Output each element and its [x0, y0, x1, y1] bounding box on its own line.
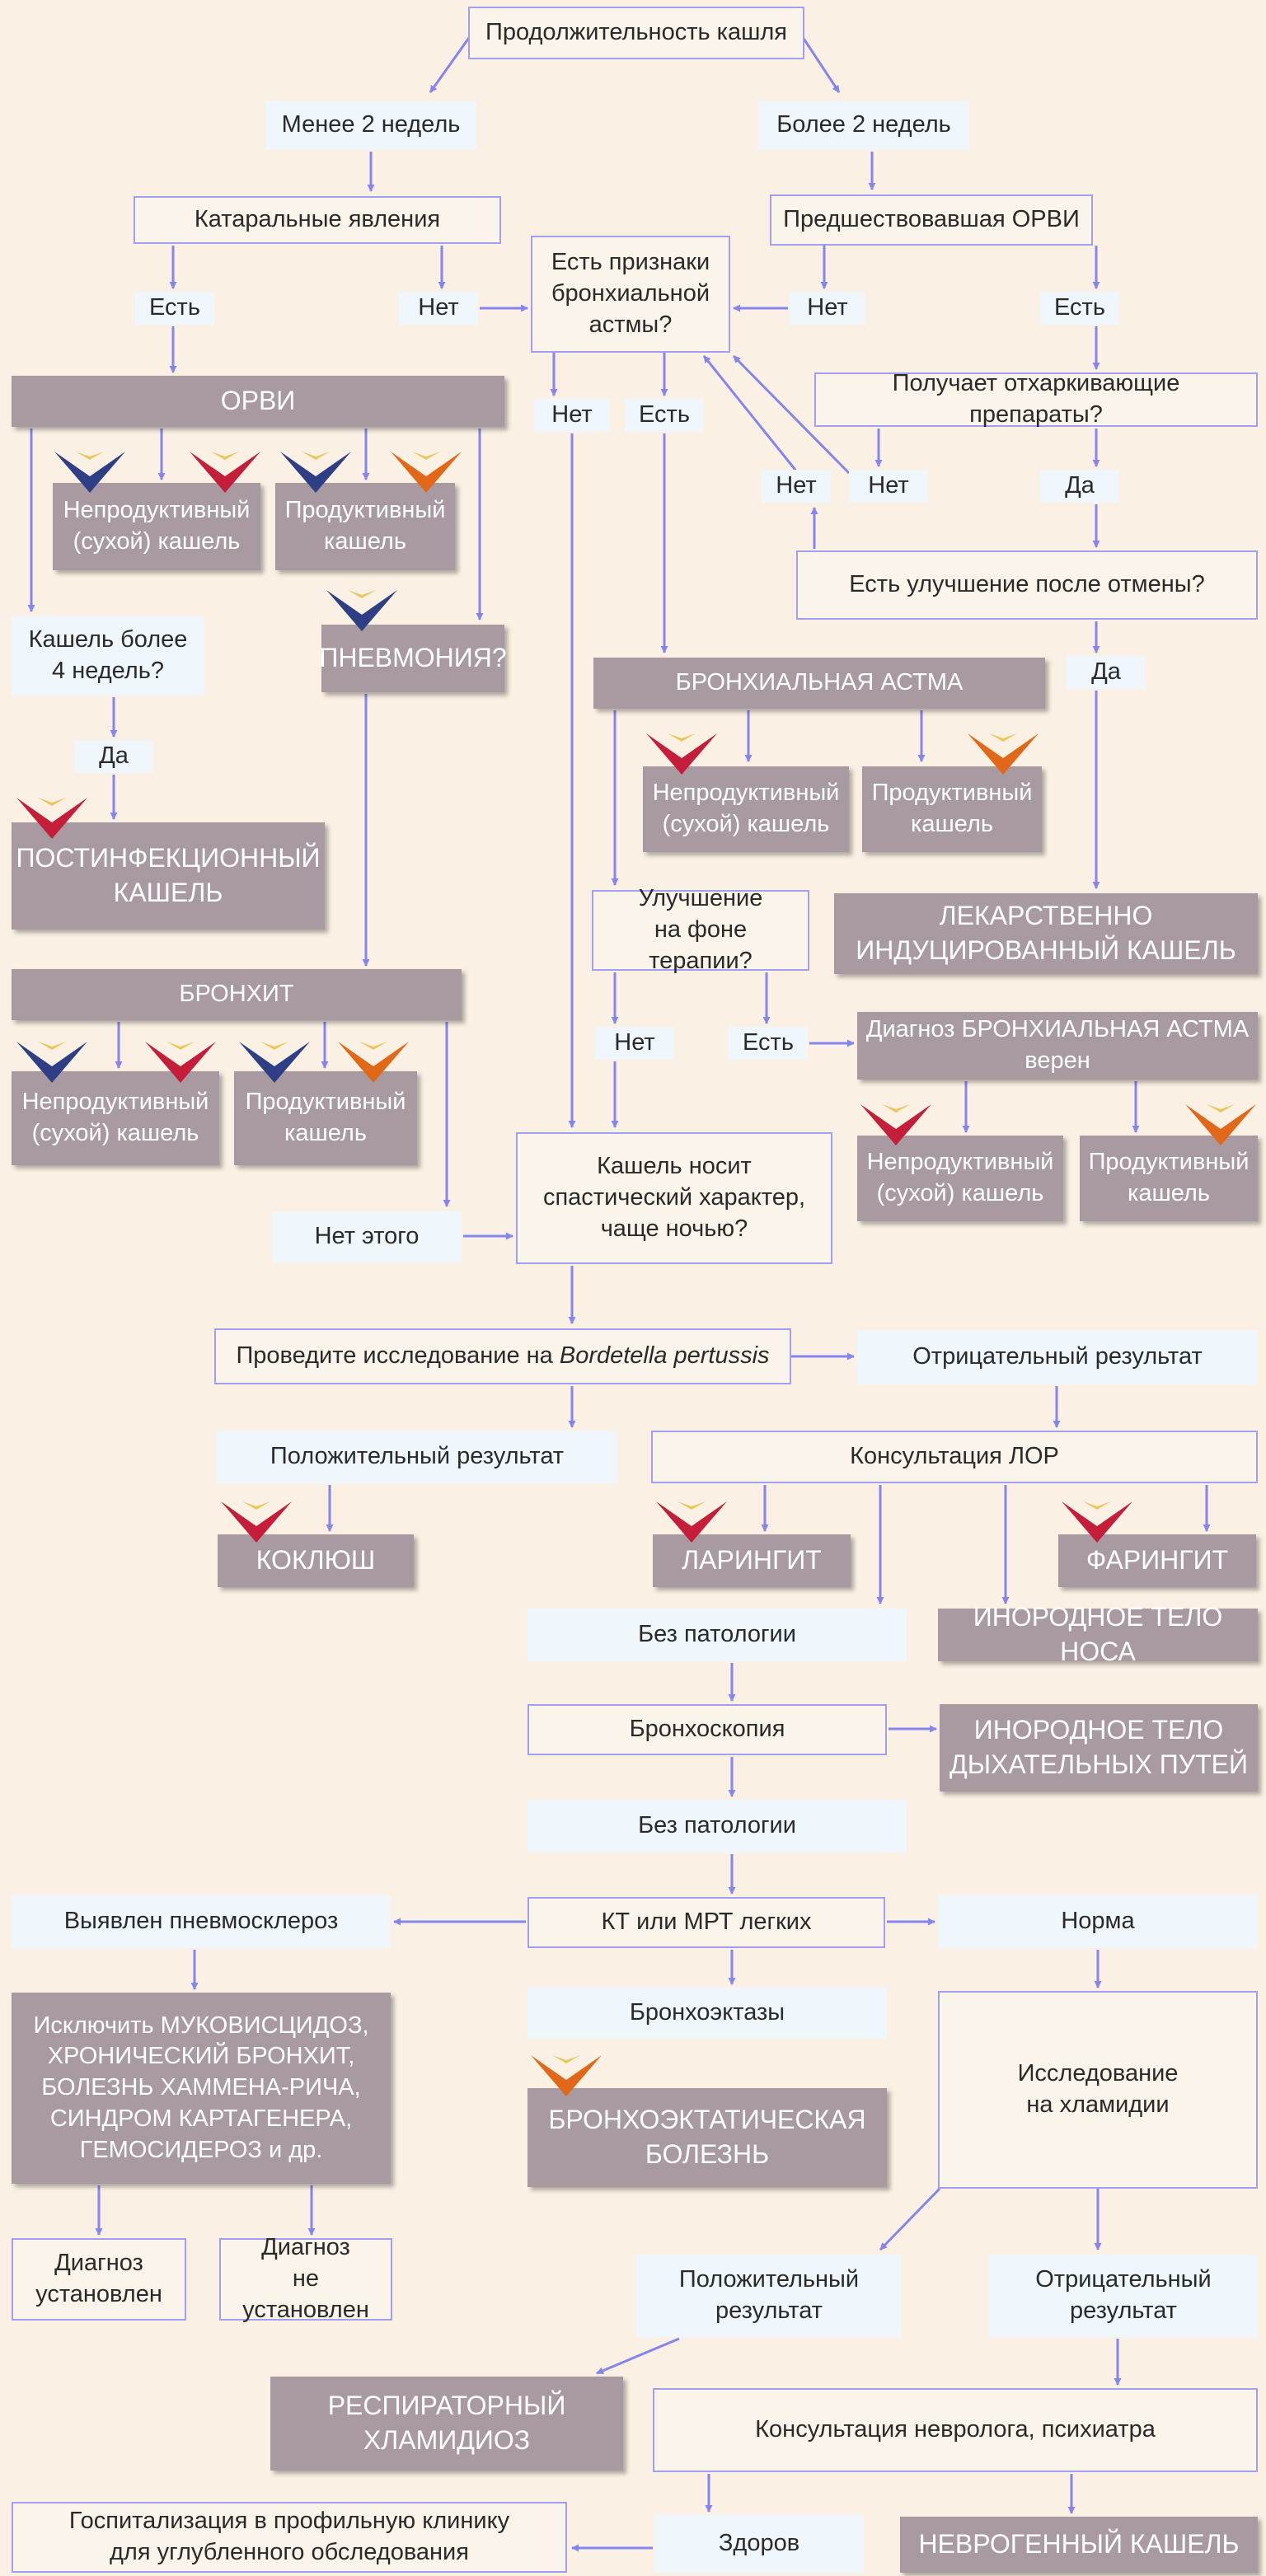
flow-arrow: [796, 29, 841, 93]
less-than-2-weeks-box: Менее 2 недель: [265, 101, 476, 150]
previous-arvi-box: Предшествовавшая ОРВИ: [770, 194, 1093, 246]
spastic-cough-question: Кашель носит спастический характер, чаще…: [516, 1132, 832, 1264]
neurologist-consultation-box: Консультация невролога, психиатра: [653, 2388, 1258, 2472]
no-label: Нет: [595, 1027, 674, 1060]
ent-consultation-box: Консультация ЛОР: [651, 1431, 1258, 1483]
flow-arrow: [732, 354, 851, 475]
laryngitis-box: ЛАРИНГИТ: [653, 1534, 851, 1587]
negative-result-box: Отрицательный результат: [989, 2255, 1258, 2337]
red-chevron-icon: [190, 452, 260, 493]
neurogenic-cough-box: НЕВРОГЕННЫЙ КАШЕЛЬ: [900, 2517, 1258, 2573]
yes-label: Да: [1040, 470, 1119, 503]
positive-result-box: Положительный результат: [216, 1431, 618, 1483]
respiratory-chlamydiosis-box: РЕСПИРАТОРНЫЙ ХЛАМИДИОЗ: [270, 2377, 623, 2471]
blue-chevron-icon: [280, 452, 351, 493]
red-chevron-icon: [860, 1104, 931, 1145]
catarrhal-signs-box: Катаральные явления: [134, 196, 501, 244]
no-label: Нет: [762, 470, 831, 503]
bronchitis-box: БРОНХИТ: [12, 969, 462, 1020]
norm-box: Норма: [938, 1895, 1258, 1948]
orange-chevron-icon: [1185, 1104, 1256, 1145]
bronchiectatic-disease-box: БРОНХОЭКТАТИЧЕСКАЯ БОЛЕЗНЬ: [528, 2088, 887, 2187]
asthma-diagnosis-confirmed-box: Диагноз БРОНХИАЛЬНАЯ АСТМА верен: [857, 1012, 1258, 1080]
flow-arrow: [879, 2187, 941, 2251]
pertussis-species: Bordetella pertussis: [559, 1342, 770, 1370]
orange-chevron-icon: [968, 733, 1039, 775]
pertussis-test-box: Проведите исследование на Bordetella per…: [214, 1328, 791, 1384]
red-chevron-icon: [646, 733, 717, 775]
pertussis-test-text: Проведите исследование на: [236, 1342, 560, 1370]
positive-result-box: Положительный результат: [636, 2255, 902, 2337]
blue-chevron-icon: [326, 590, 397, 631]
pneumonia-box: ПНЕВМОНИЯ?: [319, 625, 507, 692]
diagnosis-established-box: Диагноз установлен: [12, 2238, 186, 2321]
blue-chevron-icon: [239, 1042, 310, 1083]
pharyngitis-box: ФАРИНГИТ: [1058, 1534, 1256, 1587]
diagnosis-not-established-box: Диагноз не установлен: [219, 2234, 392, 2323]
ct-mri-box: КТ или МРТ легких: [528, 1897, 885, 1948]
healthy-box: Здоров: [654, 2515, 864, 2573]
red-chevron-icon: [656, 1501, 727, 1543]
more-than-2-weeks-box: Более 2 недель: [758, 101, 969, 150]
blue-chevron-icon: [16, 1042, 87, 1083]
red-chevron-icon: [16, 798, 87, 839]
drug-induced-cough-box: ЛЕКАРСТВЕННО ИНДУЦИРОВАННЫЙ КАШЕЛЬ: [834, 893, 1258, 974]
yes-label: Есть: [1040, 292, 1119, 325]
bronchitis-nonproductive-cough: Непродуктивный (сухой) кашель: [12, 1071, 219, 1165]
orange-chevron-icon: [338, 1042, 409, 1083]
chlamydia-test-box: Исследование на хламидии: [938, 1991, 1258, 2189]
orange-chevron-icon: [391, 452, 462, 493]
no-label: Нет: [849, 470, 928, 503]
no-label: Нет: [399, 292, 478, 325]
red-chevron-icon: [1062, 1501, 1132, 1543]
bronchoscopy-box: Бронхоскопия: [528, 1704, 887, 1755]
improvement-after-stop-question: Есть улучшение после отмены?: [796, 550, 1258, 620]
arvi-productive-cough: Продуктивный кашель: [275, 483, 455, 570]
flow-arrow: [596, 2337, 680, 2375]
none-of-this-label: Нет этого: [272, 1211, 462, 1262]
no-pathology-box: Без патологии: [528, 1609, 907, 1661]
expectorants-question: Получает отхаркивающие препараты?: [814, 370, 1258, 428]
yes-label: Есть: [135, 292, 214, 325]
orange-chevron-icon: [531, 2055, 602, 2096]
no-label: Нет: [534, 399, 610, 432]
bronchial-asthma-box: БРОНХИАЛЬНАЯ АСТМА: [593, 658, 1045, 709]
hospitalization-box: Госпитализация в профильную клинику для …: [12, 2502, 567, 2573]
negative-result-box: Отрицательный результат: [857, 1330, 1258, 1384]
postinfectious-cough-box: ПОСТИНФЕКЦИОННЫЙ КАШЕЛЬ: [12, 822, 325, 930]
flow-arrow: [702, 355, 799, 474]
asthma-productive-cough: Продуктивный кашель: [862, 766, 1042, 852]
bronchiectasis-box: Бронхоэктазы: [528, 1988, 887, 2039]
cough-over-4-weeks-question: Кашель более 4 недель?: [12, 616, 204, 696]
red-chevron-icon: [145, 1042, 216, 1083]
cough-duration-box: Продолжительность кашля: [468, 7, 804, 59]
asthma-signs-question: Есть признаки бронхиальной астмы?: [531, 236, 730, 353]
blue-chevron-icon: [54, 452, 125, 493]
pneumosclerosis-box: Выявлен пневмосклероз: [12, 1895, 391, 1948]
red-chevron-icon: [221, 1501, 292, 1543]
bronchitis-productive-cough: Продуктивный кашель: [234, 1071, 417, 1165]
foreign-body-nose-box: ИНОРОДНОЕ ТЕЛО НОСА: [938, 1602, 1258, 1666]
no-label: Нет: [790, 292, 865, 325]
arvi-nonproductive-cough: Непродуктивный (сухой) кашель: [53, 483, 260, 570]
yes-label: Да: [74, 740, 153, 773]
foreign-body-airways-box: ИНОРОДНОЕ ТЕЛО ДЫХАТЕЛЬНЫХ ПУТЕЙ: [940, 1704, 1258, 1791]
arvi-box: ОРВИ: [12, 376, 504, 427]
no-pathology-box: Без патологии: [528, 1800, 907, 1852]
asthma-dx-productive-cough: Продуктивный кашель: [1080, 1136, 1258, 1221]
whooping-cough-box: КОКЛЮШ: [218, 1534, 414, 1587]
exclude-diseases-box: Исключить МУКОВИСЦИДОЗ, ХРОНИЧЕСКИЙ БРОН…: [12, 1993, 391, 2184]
improvement-on-therapy-question: Улучшение на фоне терапии?: [592, 885, 809, 974]
flow-arrow: [429, 29, 476, 93]
asthma-nonproductive-cough: Непродуктивный (сухой) кашель: [643, 766, 849, 852]
yes-label: Есть: [625, 399, 704, 432]
asthma-dx-nonproductive-cough: Непродуктивный (сухой) кашель: [857, 1136, 1063, 1221]
yes-label: Есть: [729, 1027, 808, 1060]
yes-label: Да: [1067, 656, 1146, 689]
